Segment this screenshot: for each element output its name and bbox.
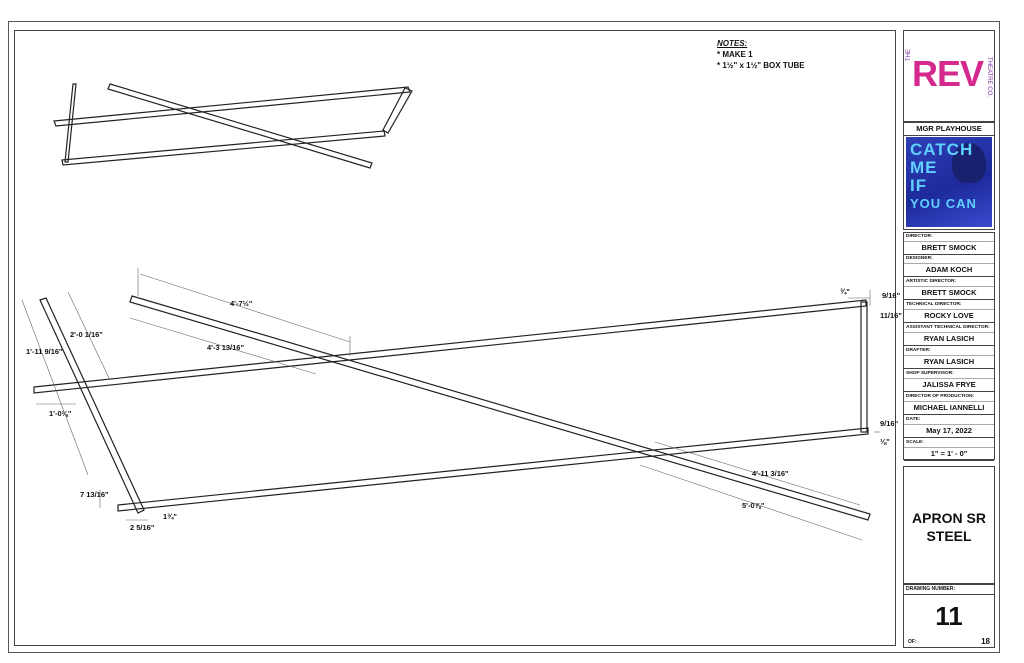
logo-rev: REV [912, 53, 984, 94]
credit-scale: SCALE:1" = 1' - 0" [904, 439, 994, 461]
poster-title: CATCH ME IF YOU CAN [910, 140, 977, 212]
dim-leg-foot: 2 5/16" [130, 523, 155, 532]
diagonal-brace [129, 295, 871, 521]
credit-artistic-director: ARTISTIC DIRECTOR:BRETT SMOCK [904, 278, 994, 300]
notes-block: NOTES: * MAKE 1 * 1½" x 1½" BOX TUBE [717, 38, 805, 71]
drawing-number-label: DRAWING NUMBER: [904, 585, 994, 595]
bottom-rail [117, 427, 869, 512]
dim-leg-length: 2'-0 1/16" [70, 330, 103, 339]
dim-foot-width: 1¾" [163, 512, 177, 521]
iso-top-rail [53, 86, 411, 127]
dim-right-post-bottom: 9/16" [880, 419, 899, 428]
elevation-view [33, 295, 871, 521]
notes-line-material: * 1½" x 1½" BOX TUBE [717, 61, 805, 70]
isometric-view [53, 83, 413, 169]
dim-brace-segment: 4'-3 13/16" [207, 343, 244, 352]
dim-rail-overhang: 1'-0⅛" [49, 409, 72, 418]
notes-title: NOTES: [717, 39, 748, 48]
dim-top-right-a: ¾" [840, 287, 850, 296]
iso-bottom-rail [61, 130, 386, 166]
logo-theatre-co: THEATRE CO. [986, 57, 992, 97]
dim-top-right-b: 9/16" [882, 291, 901, 300]
iso-diagonal-brace [107, 83, 373, 169]
drawing-of-label: OF: [908, 639, 917, 645]
show-poster: CATCH ME IF YOU CAN [906, 137, 992, 227]
dim-bottom-offset: 7 13/16" [80, 490, 109, 499]
dim-lower-brace-segment: 4'-11 3/16" [752, 469, 789, 478]
credit-director: DIRECTOR:BRETT SMOCK [904, 233, 994, 255]
dimension-labels: 4'-7½" 4'-3 13/16" 2'-0 1/16" 1'-11 9/16… [26, 287, 902, 532]
dim-right-post-top: 11/16" [880, 311, 902, 320]
credit-assistant-technical-director: ASSISTANT TECHNICAL DIRECTOR:RYAN LASICH [904, 324, 994, 346]
credit-designer: DESIGNER:ADAM KOCH [904, 255, 994, 277]
credit-drafter: DRAFTER:RYAN LASICH [904, 347, 994, 369]
iso-right-post [382, 87, 413, 134]
drawing-total: 18 [981, 637, 990, 646]
dim-bottom-right: ⅛" [880, 437, 890, 446]
right-post [860, 301, 868, 433]
dimension-lines [21, 268, 880, 541]
credits-block: DIRECTOR:BRETT SMOCK DESIGNER:ADAM KOCH … [903, 232, 995, 461]
left-leg [39, 297, 145, 514]
credit-director-of-production: DIRECTOR OF PRODUCTION:MICHAEL IANNELLI [904, 393, 994, 415]
credit-date: DATE:May 17, 2022 [904, 416, 994, 438]
venue-block: MGR PLAYHOUSE CATCH ME IF YOU CAN [903, 122, 995, 230]
iso-left-post [64, 83, 77, 163]
drawing-title: APRON SR STEEL [912, 510, 986, 544]
company-logo: THE REV THEATRE CO. [903, 30, 995, 122]
dim-leg-offset: 1'-11 9/16" [26, 347, 63, 356]
top-rail [33, 299, 867, 394]
sheet-border [8, 21, 1000, 653]
drawing-area [14, 30, 896, 646]
credit-technical-director: TECHNICAL DIRECTOR:ROCKY LOVE [904, 301, 994, 323]
dim-top-brace-length: 4'-7½" [230, 299, 253, 308]
poster-figure [952, 143, 986, 183]
venue-name: MGR PLAYHOUSE [904, 123, 994, 136]
dim-lower-brace-length: 5'-0⅞" [742, 501, 765, 510]
drawing-title-block: APRON SR STEEL [903, 466, 995, 584]
drawing-number: 11 [935, 601, 963, 631]
credit-shop-supervisor: SHOP SUPERVISOR:JALISSA FRYE [904, 370, 994, 392]
notes-line-quantity: * MAKE 1 [717, 50, 753, 59]
drawing-number-block: DRAWING NUMBER: 11 OF: 18 [903, 584, 995, 648]
